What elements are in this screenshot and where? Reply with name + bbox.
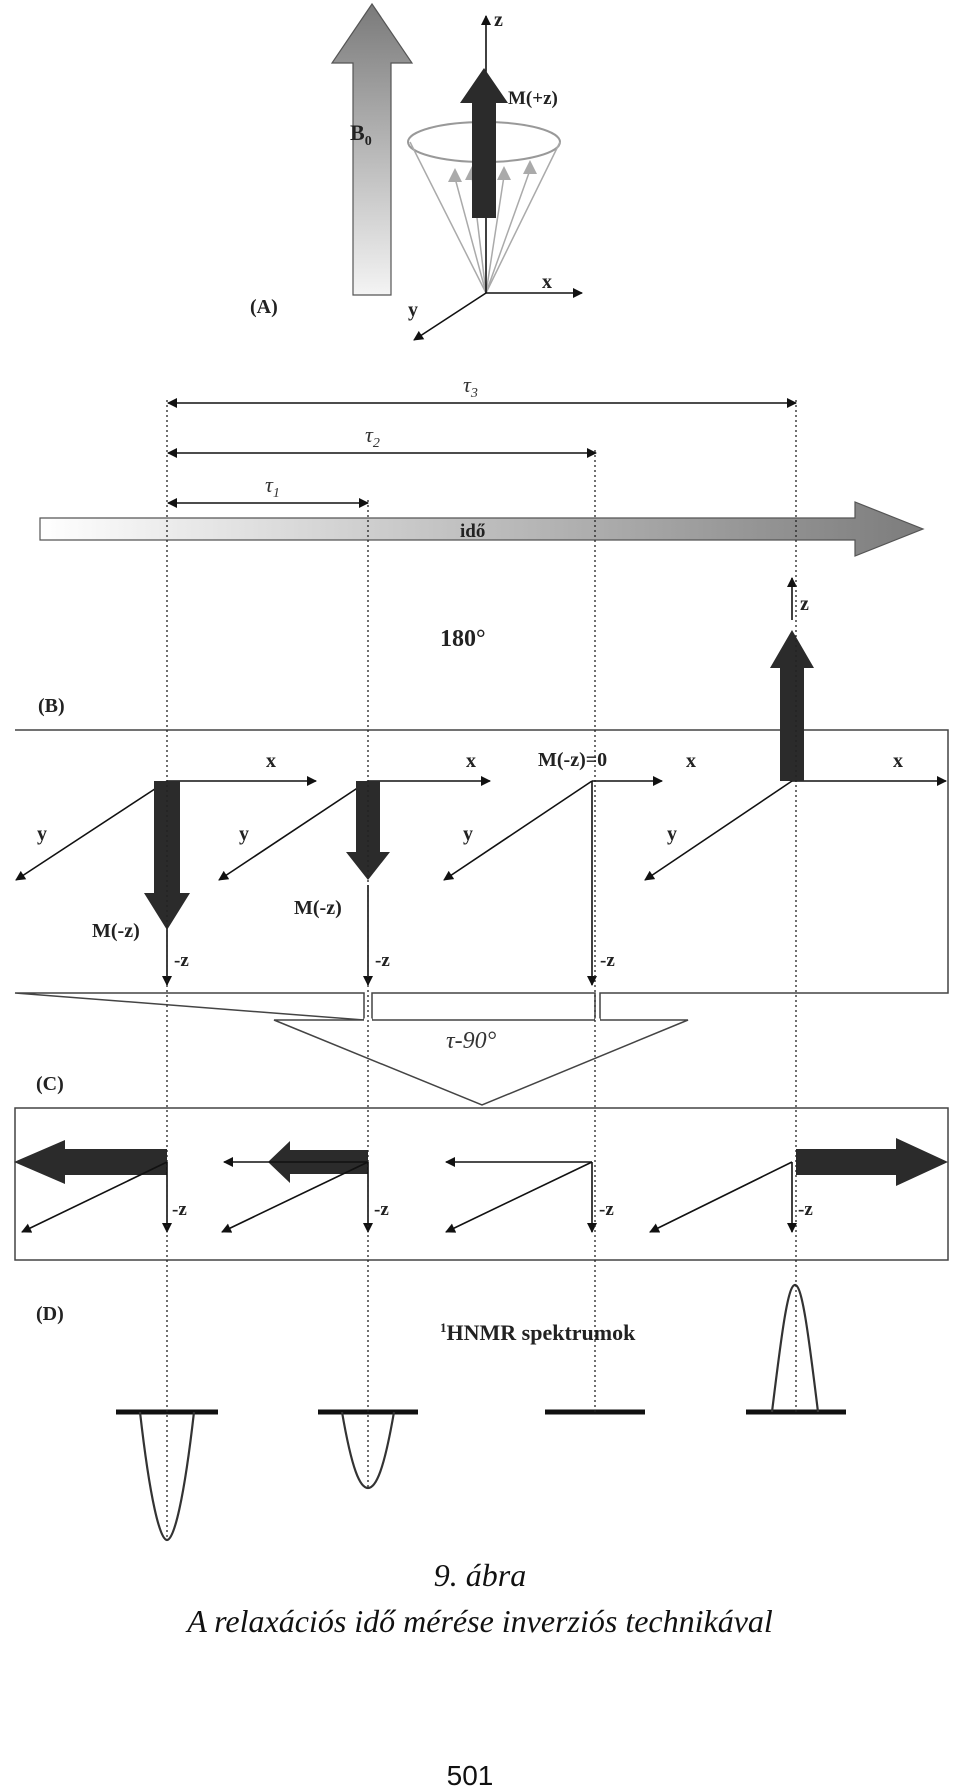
minus-z-label-1: -z: [174, 950, 189, 971]
pulse-funnel: τ-90°: [273, 1018, 689, 1106]
m-minus-z-label-2: M(-z): [294, 897, 342, 919]
page-number: 501: [447, 1760, 494, 1790]
y-axis: [413, 292, 487, 341]
vector-set-4: x y z: [644, 577, 947, 881]
time-arrow: [39, 501, 925, 557]
panel-a: B0 z x y M(+z) (A): [250, 2, 583, 341]
y-label-1: y: [37, 823, 47, 845]
x-axis-label: x: [542, 271, 552, 293]
magnetization-up-arrow: [460, 68, 508, 218]
m-zero-label: M(-z)=0: [538, 749, 607, 771]
panel-b: 180° (B) x y -z M(-z) x y -z M(-z): [14, 577, 949, 1021]
minus-z-c-2: -z: [374, 1199, 389, 1220]
minus-z-c-4: -z: [798, 1199, 813, 1220]
panel-a-label: (A): [250, 296, 278, 318]
m-minus-z-label-1: M(-z): [92, 920, 140, 942]
y-axis-1: [15, 780, 168, 881]
magnetization-up-arrow-4: [770, 630, 814, 781]
x-label-3: x: [686, 750, 696, 772]
b0-field-arrow: [330, 2, 414, 296]
xy-set-1: -z: [14, 1140, 187, 1233]
x-label-1: x: [266, 750, 276, 772]
timeline: τ3 τ2 τ1 idő: [39, 372, 925, 557]
y-label-4: y: [667, 823, 677, 845]
minus-z-c-3: -z: [599, 1199, 614, 1220]
z-label-4: z: [800, 593, 809, 615]
vector-set-2: x y -z M(-z): [218, 750, 491, 986]
y-axis-3: [443, 780, 593, 881]
pulse-180-label: 180°: [440, 626, 486, 652]
spectrum-4: [746, 1283, 846, 1415]
panel-b-label: (B): [38, 695, 65, 717]
tau3-label: τ3: [463, 372, 478, 401]
minus-z-c-1: -z: [172, 1199, 187, 1220]
tau1-label: τ1: [265, 472, 280, 501]
y-label-2: y: [239, 823, 249, 845]
magnetization-label: M(+z): [508, 88, 558, 109]
xy-set-4: -z: [649, 1138, 948, 1233]
panel-c-box: [14, 1107, 949, 1261]
y-axis-label: y: [408, 299, 418, 321]
tau2-label: τ2: [365, 422, 380, 451]
z-axis-label: z: [494, 9, 503, 31]
precession-cone: [409, 141, 561, 294]
x-label-2: x: [466, 750, 476, 772]
minus-z-label-2: -z: [375, 950, 390, 971]
vector-set-1: x y -z M(-z): [15, 750, 317, 986]
time-guides: [166, 400, 797, 1540]
transverse-arrow-4: [796, 1138, 948, 1186]
vector-set-3: x y -z M(-z)=0: [443, 749, 696, 986]
transverse-arrow-1: [14, 1140, 167, 1184]
xy-set-3: -z: [445, 1157, 614, 1233]
y-axis-2: [218, 780, 369, 881]
panel-d-label: (D): [36, 1303, 64, 1325]
xy-set-2: -z: [221, 1141, 389, 1233]
pulse-90-label: τ-90°: [446, 1028, 497, 1054]
caption-line-1: 9. ábra: [434, 1557, 526, 1593]
time-label: idő: [460, 521, 485, 542]
caption-line-2: A relaxációs idő mérése inverziós techni…: [185, 1603, 773, 1639]
y-label-3: y: [463, 823, 473, 845]
spectra-title: 1HNMR spektrumok: [440, 1320, 636, 1345]
x-label-4: x: [893, 750, 903, 772]
y-axis-4: [644, 780, 793, 881]
panel-d: (D) 1HNMR spektrumok: [36, 1283, 846, 1542]
b0-label: B0: [350, 120, 372, 149]
figure-caption: 9. ábra A relaxációs idő mérése inverzió…: [185, 1557, 773, 1639]
panel-c: (C) -z -z -z -z: [14, 1073, 949, 1261]
panel-c-label: (C): [36, 1073, 64, 1095]
minus-z-label-3: -z: [600, 950, 615, 971]
